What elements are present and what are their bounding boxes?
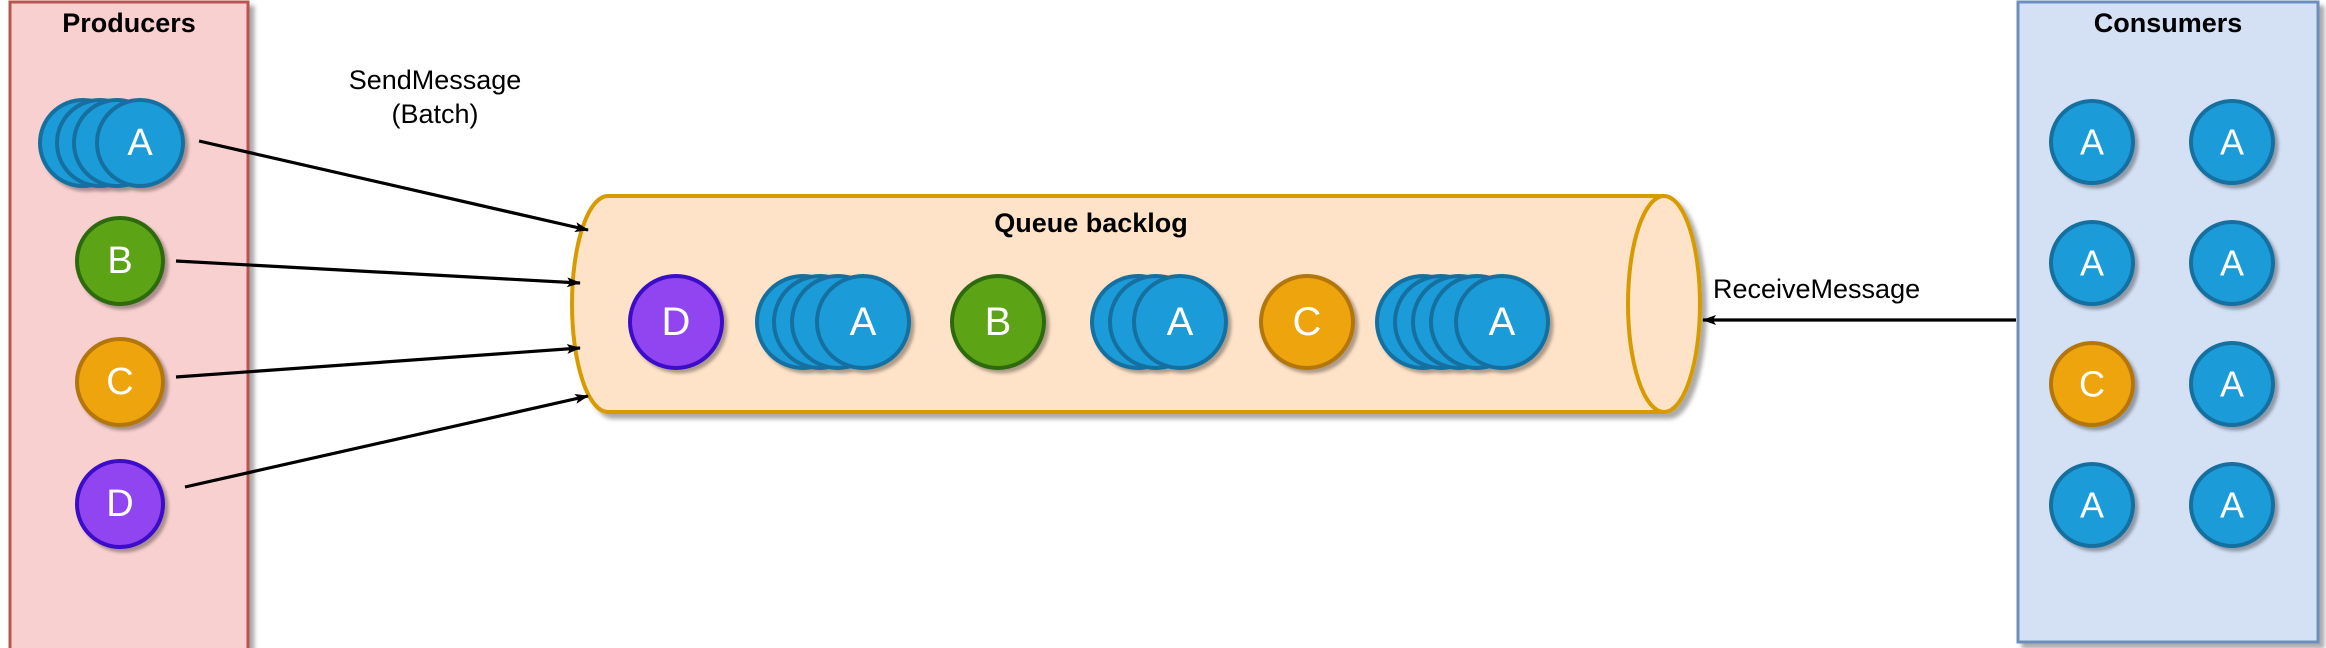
queue-message-a-3-label: A	[1489, 300, 1516, 344]
consumers-panel	[2016, 0, 2320, 644]
queue-message-b[interactable]: B	[950, 274, 1046, 370]
queue-message-a-2-label: A	[1167, 300, 1194, 344]
consumer-node-2-label: A	[2080, 243, 2104, 284]
consumer-node-7[interactable]: A	[2189, 462, 2275, 548]
queue-message-c-label: C	[1293, 300, 1322, 344]
producer-node-d-label: D	[106, 483, 133, 525]
consumer-node-1-label: A	[2220, 122, 2244, 163]
consumer-node-6[interactable]: A	[2049, 462, 2135, 548]
queue-message-d-label: D	[662, 300, 691, 344]
consumer-node-5-label: A	[2220, 364, 2244, 405]
consumer-node-4-label: C	[2079, 364, 2105, 405]
consumer-node-1[interactable]: A	[2189, 99, 2275, 185]
consumer-node-7-label: A	[2220, 485, 2244, 526]
queue-message-a-3[interactable]: A	[1375, 274, 1550, 370]
queue-message-b-label: B	[985, 300, 1012, 344]
producer-node-a-label: A	[127, 122, 153, 164]
consumer-node-0[interactable]: A	[2049, 99, 2135, 185]
consumer-node-4[interactable]: C	[2049, 341, 2135, 427]
arrow-producer-d	[184, 393, 589, 489]
consumer-node-0-label: A	[2080, 122, 2104, 163]
queue-message-a-1-label: A	[850, 300, 877, 344]
producer-node-c-label: C	[106, 361, 133, 403]
consumer-node-3-label: A	[2220, 243, 2244, 284]
arrow-producer-a	[198, 139, 589, 232]
queue-message-d[interactable]: D	[628, 274, 724, 370]
consumer-node-3[interactable]: A	[2189, 220, 2275, 306]
queue-message-a-1[interactable]: A	[755, 274, 911, 370]
send-message-arrows	[175, 139, 589, 489]
arrow-producer-c	[175, 343, 581, 379]
consumer-node-5[interactable]: A	[2189, 341, 2275, 427]
producer-node-a[interactable]: A	[38, 98, 185, 188]
arrow-producer-b	[175, 259, 581, 288]
queue-message-c[interactable]: C	[1259, 274, 1355, 370]
producer-node-b-label: B	[107, 240, 132, 282]
queue-message-a-2[interactable]: A	[1090, 274, 1228, 370]
producer-node-c[interactable]: C	[75, 337, 165, 427]
producer-node-b[interactable]: B	[75, 216, 165, 306]
consumer-node-6-label: A	[2080, 485, 2104, 526]
consumer-node-2[interactable]: A	[2049, 220, 2135, 306]
producers-panel	[8, 0, 250, 648]
producer-node-d[interactable]: D	[75, 459, 165, 549]
